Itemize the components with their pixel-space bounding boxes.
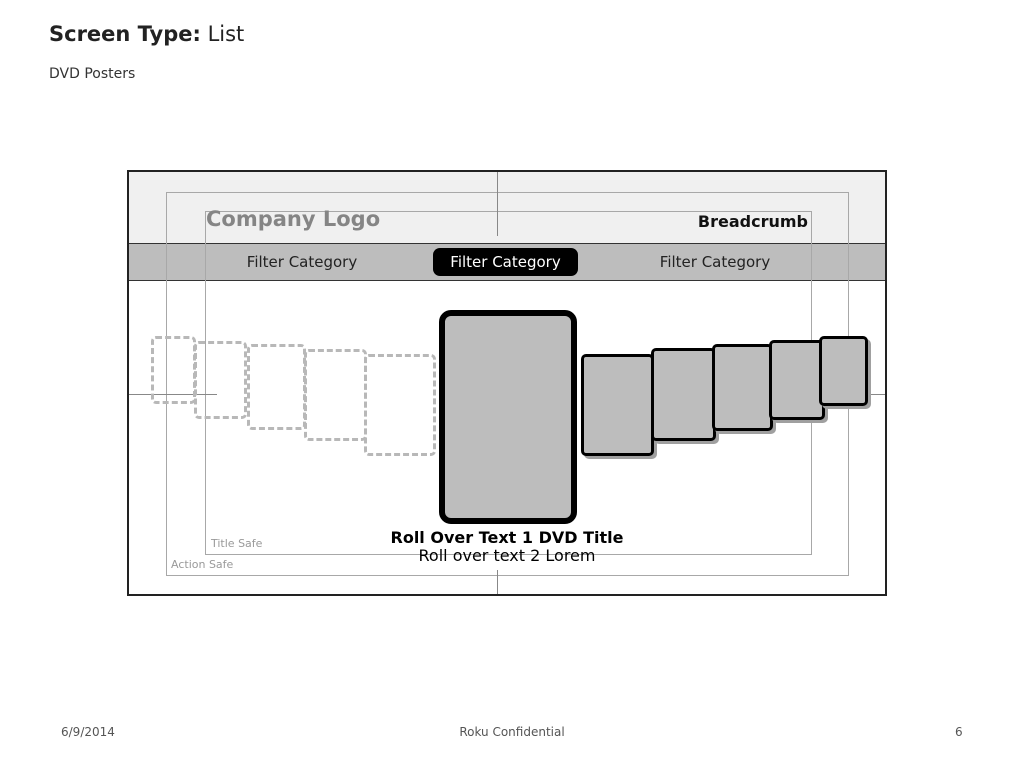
rollover-subtext: Roll over text 2 Lorem (418, 546, 596, 565)
poster-next-5[interactable] (819, 336, 868, 406)
action-safe-label: Action Safe (171, 558, 234, 571)
title-safe-label: Title Safe (211, 537, 263, 550)
tv-screen-frame: Company Logo Breadcrumb Filter Category … (127, 170, 887, 596)
poster-ghost-5[interactable] (364, 354, 436, 456)
center-vertical-guide-bottom (497, 570, 498, 594)
poster-ghost-2[interactable] (194, 341, 247, 419)
filter-category-3[interactable]: Filter Category (659, 253, 771, 271)
filter-category-1[interactable]: Filter Category (246, 253, 358, 271)
poster-next-1[interactable] (581, 354, 654, 456)
slide-title: Screen Type: List (49, 22, 244, 46)
slide-subtitle: DVD Posters (49, 66, 136, 82)
footer-page-number: 6 (955, 725, 963, 739)
footer-confidential: Roku Confidential (459, 725, 565, 739)
header-band (129, 172, 885, 243)
filter-category-2-selected[interactable]: Filter Category (433, 248, 578, 276)
slide-title-label: Screen Type: (49, 22, 201, 46)
company-logo: Company Logo (206, 207, 381, 231)
breadcrumb: Breadcrumb (697, 212, 808, 231)
poster-next-4[interactable] (769, 340, 825, 420)
poster-ghost-1[interactable] (151, 336, 196, 404)
poster-ghost-4[interactable] (304, 349, 367, 441)
footer-date: 6/9/2014 (61, 725, 115, 739)
slide-title-value: List (207, 22, 245, 46)
rollover-title: Roll Over Text 1 DVD Title (390, 528, 624, 547)
poster-ghost-3[interactable] (247, 344, 306, 430)
poster-next-3[interactable] (712, 344, 773, 431)
poster-focused[interactable] (439, 310, 577, 524)
poster-next-2[interactable] (651, 348, 716, 441)
